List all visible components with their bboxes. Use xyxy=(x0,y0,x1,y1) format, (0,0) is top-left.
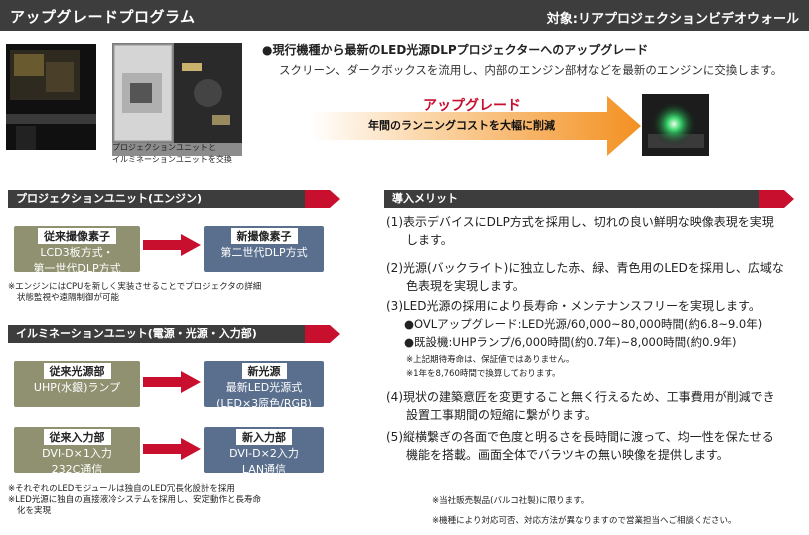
red-arrow-icon xyxy=(143,371,201,393)
footnotes: ※当社販売製品(バルコ社製)に限ります。 ※機種により対応可否、対応方法が異なり… xyxy=(432,491,802,531)
page-title: アップグレードプログラム xyxy=(10,8,196,26)
photo-caption-line: イルミネーションユニットを交換 xyxy=(112,155,232,164)
note-line: ※1年を8,760時間で換算しております。 xyxy=(406,369,561,379)
section-illumination: イルミネーションユニット(電源・光源・入力部) xyxy=(8,325,340,343)
old-input-box: 従来入力部 DVI-D×1入力 232C通信 xyxy=(14,427,140,476)
old-light-label: 従来光源部 xyxy=(43,363,111,379)
projection-note: ※エンジンにはCPUを新しく実装させることでプロジェクタの詳細 状態監視や遠隔制… xyxy=(8,282,338,304)
new-imager-box: 新撮像素子 第二世代DLP方式 xyxy=(204,226,324,272)
merit-line: (5)縦横繋ぎの各面で色度と明るさを長時間に渡って、均一性を保たせる xyxy=(386,430,774,444)
header-bar xyxy=(0,0,809,31)
intro-body: スクリーン、ダークボックスを流用し、内部のエンジン部材などを最新のエンジンに交換… xyxy=(279,63,783,77)
new-input-label: 新入力部 xyxy=(236,429,292,445)
merit-item: (1)表示デバイスにDLP方式を採用し、切れの良い鮮明な映像表現を実現 します。 xyxy=(386,213,806,249)
note-line: 状態監視や遠隔制御が可能 xyxy=(17,293,120,303)
note-line: ※エンジンにはCPUを新しく実装させることでプロジェクタの詳細 xyxy=(8,282,262,292)
new-input-line: LAN通信 xyxy=(241,463,287,476)
lifetime-notes: ※上記期待寿命は、保証値ではありません。 ※1年を8,760時間で換算しておりま… xyxy=(406,353,806,381)
note-line: 化を実現 xyxy=(17,506,52,516)
old-input-line: 232C通信 xyxy=(51,463,103,476)
old-imager-label: 従来撮像素子 xyxy=(38,228,116,244)
new-light-label: 新光源 xyxy=(241,363,287,379)
merit-item: (5)縦横繋ぎの各面で色度と明るさを長時間に渡って、均一性を保たせる 機能を搭載… xyxy=(386,428,806,464)
section-projection: プロジェクションユニット(エンジン) xyxy=(8,190,340,208)
red-arrow-icon xyxy=(143,234,201,256)
merit-line: (4)現状の建築意匠を変更すること無く行えるため、工事費用が削減でき xyxy=(386,390,775,404)
merit-item: (2)光源(バックライト)に独立した赤、緑、青色用のLEDを採用し、広域な 色表… xyxy=(386,259,806,295)
section-accent xyxy=(305,190,330,208)
new-input-line: DVI-D×2入力 xyxy=(229,447,299,460)
section-merits-title: 導入メリット xyxy=(392,192,458,205)
merit-line: 設置工事期間の短縮に繋がります。 xyxy=(406,408,597,422)
target-label: 対象:リアプロジェクションビデオウォール xyxy=(546,12,799,27)
red-arrow-icon xyxy=(143,438,201,460)
old-imager-box: 従来撮像素子 LCD3板方式・ 第一世代DLP方式 xyxy=(14,226,140,275)
new-imager-line: 第二世代DLP方式 xyxy=(220,246,308,259)
projection-unit-photo xyxy=(112,43,242,156)
merit-line: (2)光源(バックライト)に独立した赤、緑、青色用のLEDを採用し、広域な xyxy=(386,261,784,275)
merit-line: (1)表示デバイスにDLP方式を採用し、切れの良い鮮明な映像表現を実現 xyxy=(386,215,774,229)
old-input-line: DVI-D×1入力 xyxy=(42,447,112,460)
footnote-line: ※機種により対応可否、対応方法が異なりますので営業担当へご相談ください。 xyxy=(432,516,737,526)
footnote-line: ※当社販売製品(バルコ社製)に限ります。 xyxy=(432,496,590,506)
photo-caption-line: プロジェクションユニットと xyxy=(112,143,216,152)
note-line: ※上記期待寿命は、保証値ではありません。 xyxy=(406,355,575,365)
merit-line: 色表現を実現します。 xyxy=(406,279,525,293)
old-light-box: 従来光源部 UHP(水銀)ランプ xyxy=(14,361,140,407)
note-line: ※それぞれのLEDモジュールは独自のLED冗長化設計を採用 xyxy=(8,484,235,494)
photo-caption: プロジェクションユニットと イルミネーションユニットを交換 xyxy=(112,142,272,166)
new-input-box: 新入力部 DVI-D×2入力 LAN通信 xyxy=(204,427,324,476)
intro-headline: ●現行機種から最新のLED光源DLPプロジェクターへのアップグレード xyxy=(262,43,649,57)
merit-line: します。 xyxy=(406,233,453,247)
merit-line: 機能を搭載。画面全体でバラツキの無い映像を提供します。 xyxy=(406,448,729,462)
section-accent xyxy=(759,190,784,208)
videowall-photo xyxy=(6,44,96,150)
upgrade-title: アップグレード xyxy=(423,98,521,114)
new-light-line: 最新LED光源式 xyxy=(225,381,303,394)
lifetime-line: ●OVLアップグレード:LED光源/60,000~80,000時間(約6.8~9… xyxy=(404,317,763,331)
new-light-line: (LED×3原色/RGB) xyxy=(216,397,312,410)
section-illumination-title: イルミネーションユニット(電源・光源・入力部) xyxy=(16,327,257,340)
upgrade-arrow xyxy=(311,96,641,156)
section-merits: 導入メリット xyxy=(384,190,794,208)
merit-line: (3)LED光源の採用により長寿命・メンテナンスフリーを実現します。 xyxy=(386,299,761,313)
new-light-box: 新光源 最新LED光源式 (LED×3原色/RGB) xyxy=(204,361,324,410)
led-module-photo xyxy=(642,94,709,156)
old-input-label: 従来入力部 xyxy=(43,429,111,445)
illumination-note: ※それぞれのLEDモジュールは独自のLED冗長化設計を採用 ※LED光源に独自の… xyxy=(8,484,338,517)
old-imager-line: 第一世代DLP方式 xyxy=(33,262,121,275)
upgrade-subtitle: 年間のランニングコストを大幅に削減 xyxy=(368,119,555,132)
lifetime-comparison: ●OVLアップグレード:LED光源/60,000~80,000時間(約6.8~9… xyxy=(404,315,809,351)
new-imager-label: 新撮像素子 xyxy=(230,228,298,244)
old-light-line: UHP(水銀)ランプ xyxy=(33,381,121,394)
lifetime-line: ●既設機:UHPランプ/6,000時間(約0.7年)~8,000時間(約0.9年… xyxy=(404,335,737,349)
note-line: ※LED光源に独自の直接液冷システムを採用し、安定動作と長寿命 xyxy=(8,495,262,505)
section-accent xyxy=(305,325,330,343)
section-projection-title: プロジェクションユニット(エンジン) xyxy=(16,192,203,205)
old-imager-line: LCD3板方式・ xyxy=(40,246,114,259)
merit-item: (3)LED光源の採用により長寿命・メンテナンスフリーを実現します。 xyxy=(386,297,806,315)
merit-item: (4)現状の建築意匠を変更すること無く行えるため、工事費用が削減でき 設置工事期… xyxy=(386,388,806,424)
